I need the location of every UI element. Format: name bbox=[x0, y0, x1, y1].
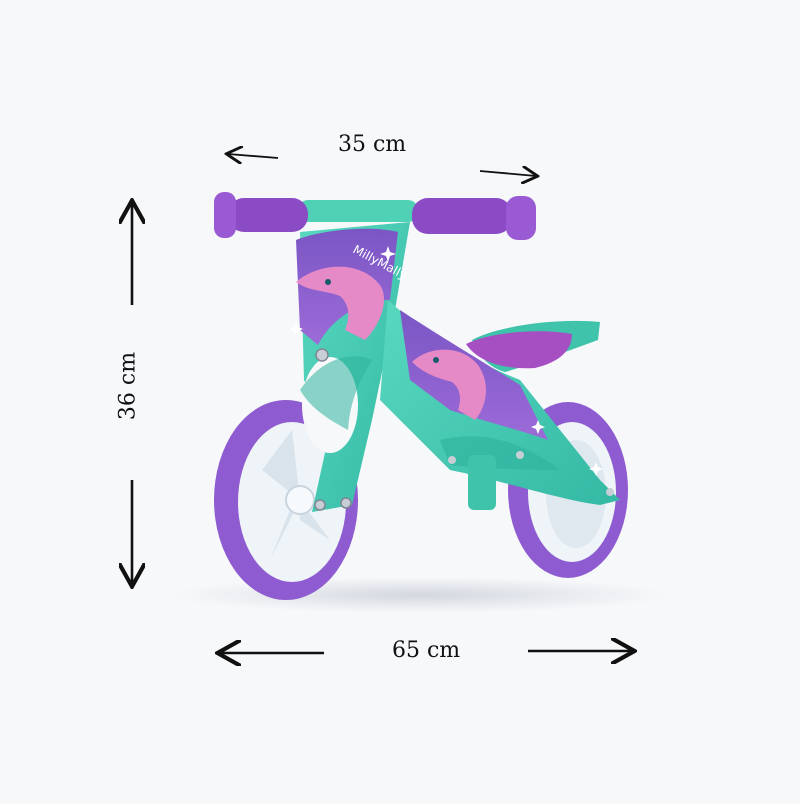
seat bbox=[466, 320, 600, 372]
handlebar bbox=[214, 192, 536, 240]
dolphin-decal-front bbox=[296, 266, 385, 340]
sparkle-decals bbox=[289, 246, 603, 476]
frame-bracket bbox=[468, 455, 496, 510]
width-dimension-label: 35 cm bbox=[338, 132, 407, 157]
length-dimension-label: 65 cm bbox=[392, 638, 461, 663]
front-wheel bbox=[214, 400, 358, 600]
width-arrow-left bbox=[228, 154, 279, 158]
right-grip bbox=[412, 198, 512, 234]
dolphin-decal-rear bbox=[412, 349, 486, 420]
left-grip bbox=[228, 198, 308, 232]
ground-shadow bbox=[170, 577, 670, 613]
height-dimension-label: 36 cm bbox=[115, 351, 141, 421]
width-arrow-right bbox=[479, 171, 536, 176]
